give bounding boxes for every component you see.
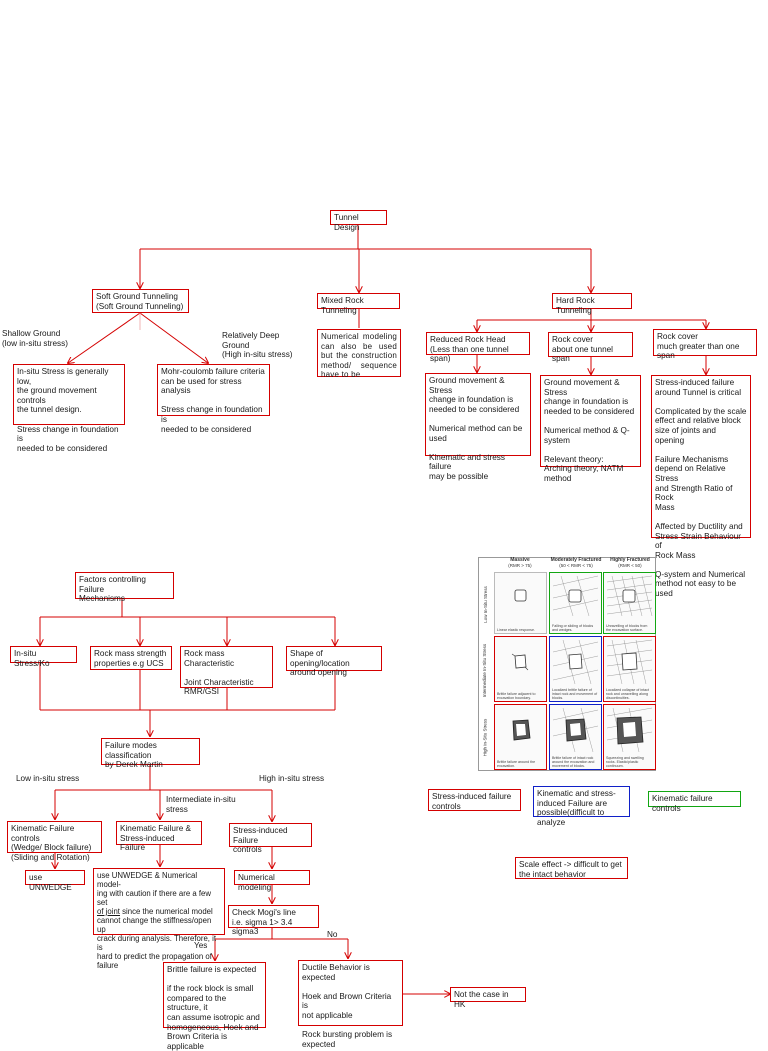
jointed-spalling-opening-icon [552, 639, 599, 685]
matrix-cell: Localized collapse of intact rock and un… [603, 636, 656, 702]
legend-stress-induced: Stress-induced failure controls [428, 789, 521, 811]
matrix-row-header-high: High In-Situ Stress [482, 718, 488, 757]
ductile-behavior-box: Ductile Behavior is expected Hoek and Br… [298, 960, 403, 1049]
shallow-ground-label: Shallow Ground (low in-situ stress) [2, 329, 68, 348]
legend-scale-effect: Scale effect -> difficult to get the int… [515, 857, 628, 879]
failure-zone-opening-icon [512, 719, 531, 741]
kinematic-and-stress-failure-box: Kinematic Failure & Stress-induced Failu… [116, 821, 202, 852]
matrix-cell: Falling or sliding of blocks and wedges. [549, 572, 602, 634]
high-insitu-stress-label: High in-situ stress [259, 774, 325, 783]
unwedge-note-text-1: use UNWEDGE & Numerical model- ing with … [97, 871, 211, 907]
matrix-cell: Localized brittle failure of intact rock… [549, 636, 602, 702]
numerical-modeling-box: Numerical modeling [234, 870, 310, 892]
highly-jointed-spalling-icon [606, 639, 653, 685]
factors-controlling-failure-box: Factors controlling Failure Mechanisms [75, 572, 174, 603]
matrix-row-header-intermediate: Intermediate In-Situ Stress [482, 643, 488, 697]
unwedge-note-joint-text: of joint [97, 907, 120, 916]
rock-mass-strength-box: Rock mass strength properties e.g UCS [90, 646, 172, 670]
opening-shape-icon [514, 589, 527, 602]
rock-mass-failure-matrix: Massive(RMR > 75) Moderately Fractured(5… [478, 557, 656, 771]
brittle-failure-box: Brittle failure is expected if the rock … [163, 962, 266, 1051]
insitu-stress-ko-box: In-situ Stress/Ko [10, 646, 77, 668]
matrix-cell: Brittle failure of intact rock around th… [549, 704, 602, 770]
matrix-col-header-moderate: Moderately Fractured(50 < RMR < 75) [550, 557, 602, 569]
unwedge-numerical-note-box: use UNWEDGE & Numerical model- ing with … [93, 868, 225, 970]
matrix-cell: Squeezing and swelling rocks. Elastic/pl… [603, 704, 656, 770]
matrix-cell: Brittle failure around the excavation. [494, 704, 547, 770]
reduced-rock-head-box: Reduced Rock Head (Less than one tunnel … [426, 332, 530, 363]
use-unwedge-box: use UNWEDGE [25, 870, 85, 892]
not-the-case-in-hk-box: Not the case in HK [450, 987, 526, 1009]
matrix-cell: Linear elastic response. [494, 572, 547, 634]
rock-cover-greater-box: Rock cover much greater than one span [653, 329, 757, 360]
connector-lines [0, 225, 768, 1024]
shallow-ground-description: In-situ Stress is generally low, the gro… [13, 364, 125, 453]
hard-rock-tunneling-box: Hard Rock Tunneling [552, 293, 632, 315]
jointed-opening-icon [552, 575, 599, 617]
highly-jointed-opening-icon [606, 575, 653, 617]
matrix-col-header-highly: Highly Fractured(RMR < 50) [610, 557, 650, 569]
stress-induced-failure-controls-box: Stress-induced Failure controls [229, 823, 312, 854]
squeezing-opening-icon [606, 707, 653, 753]
shape-of-opening-box: Shape of opening/location around opening [286, 646, 382, 677]
unwedge-note-text-2: since the numerical model cannot change … [97, 907, 217, 970]
failure-modes-classification-box: Failure modes classification by Derek Ma… [101, 738, 200, 769]
intermediate-insitu-stress-label: Intermediate in-situ stress [166, 795, 236, 814]
tunnel-design-box: Tunnel Design [330, 210, 387, 232]
matrix-cell: Brittle failure adjacent to excavation b… [494, 636, 547, 702]
rock-cover-greater-description: Stress-induced failure around Tunnel is … [651, 375, 751, 598]
jointed-failure-zone-icon [552, 707, 599, 753]
low-insitu-stress-label: Low in-situ stress [16, 774, 80, 783]
rock-cover-one-span-box: Rock cover about one tunnel span [548, 332, 633, 363]
mixed-rock-tunneling-box: Mixed Rock Tunneling [317, 293, 400, 315]
legend-kinematic-and-stress: Kinematic and stress- induced Failure ar… [533, 786, 630, 827]
spalling-opening-icon [511, 653, 529, 671]
reduced-rock-head-description: Ground movement & Stress change in found… [425, 373, 531, 481]
mogi-line-check-box: Check Mogi's line i.e. sigma 1> 3.4 sigm… [228, 905, 319, 936]
rock-cover-one-span-description: Ground movement & Stress change in found… [540, 375, 641, 483]
soft-ground-tunneling-box: Soft Ground Tunneling (Soft Ground Tunne… [92, 289, 189, 313]
yes-label: Yes [194, 941, 208, 950]
matrix-col-header-massive: Massive(RMR > 75) [508, 557, 532, 569]
legend-kinematic: Kinematic failure controls [648, 791, 741, 813]
matrix-cell: Unravelling of blocks from the excavatio… [603, 572, 656, 634]
no-label: No [327, 930, 338, 939]
deep-ground-description: Mohr-coulomb failure criteria can be use… [157, 364, 270, 434]
kinematic-failure-controls-box: Kinematic Failure controls (Wedge/ Block… [7, 821, 102, 862]
relatively-deep-label: Relatively Deep Ground (High in-situ str… [222, 331, 293, 360]
matrix-row-header-low: Low In-Situ Stress [482, 585, 488, 623]
rock-mass-characteristic-box: Rock mass Characteristic Joint Character… [180, 646, 273, 696]
mixed-rock-description: Numerical modeling can also be used but … [317, 329, 401, 379]
